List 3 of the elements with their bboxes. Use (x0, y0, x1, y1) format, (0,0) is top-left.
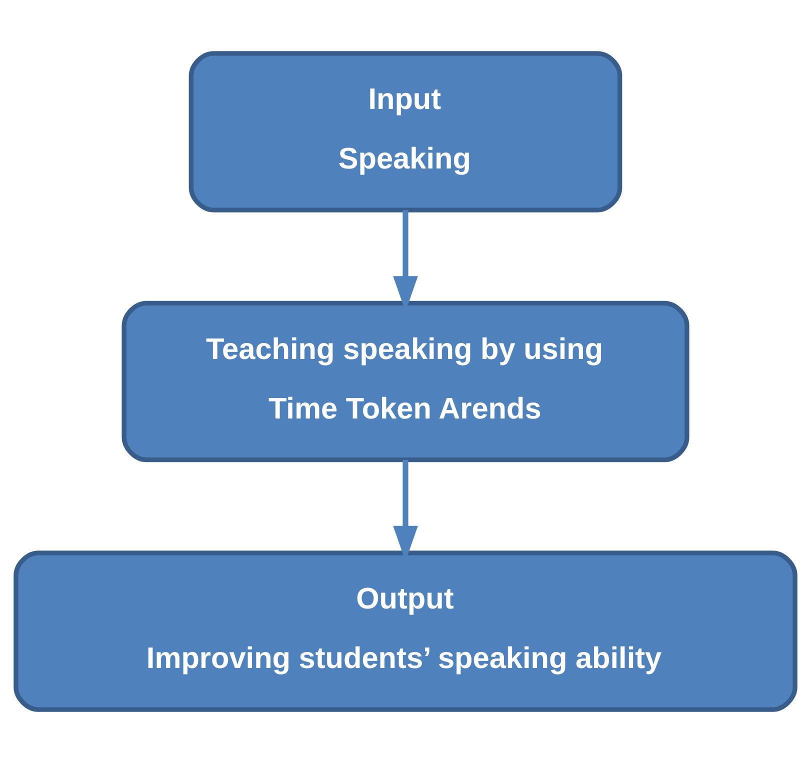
node-box: Output Improving students’ speaking ability (14, 550, 798, 712)
node-box: Input Speaking (188, 51, 622, 212)
node-box: Teaching speaking by using Time Token Arends (122, 300, 690, 462)
